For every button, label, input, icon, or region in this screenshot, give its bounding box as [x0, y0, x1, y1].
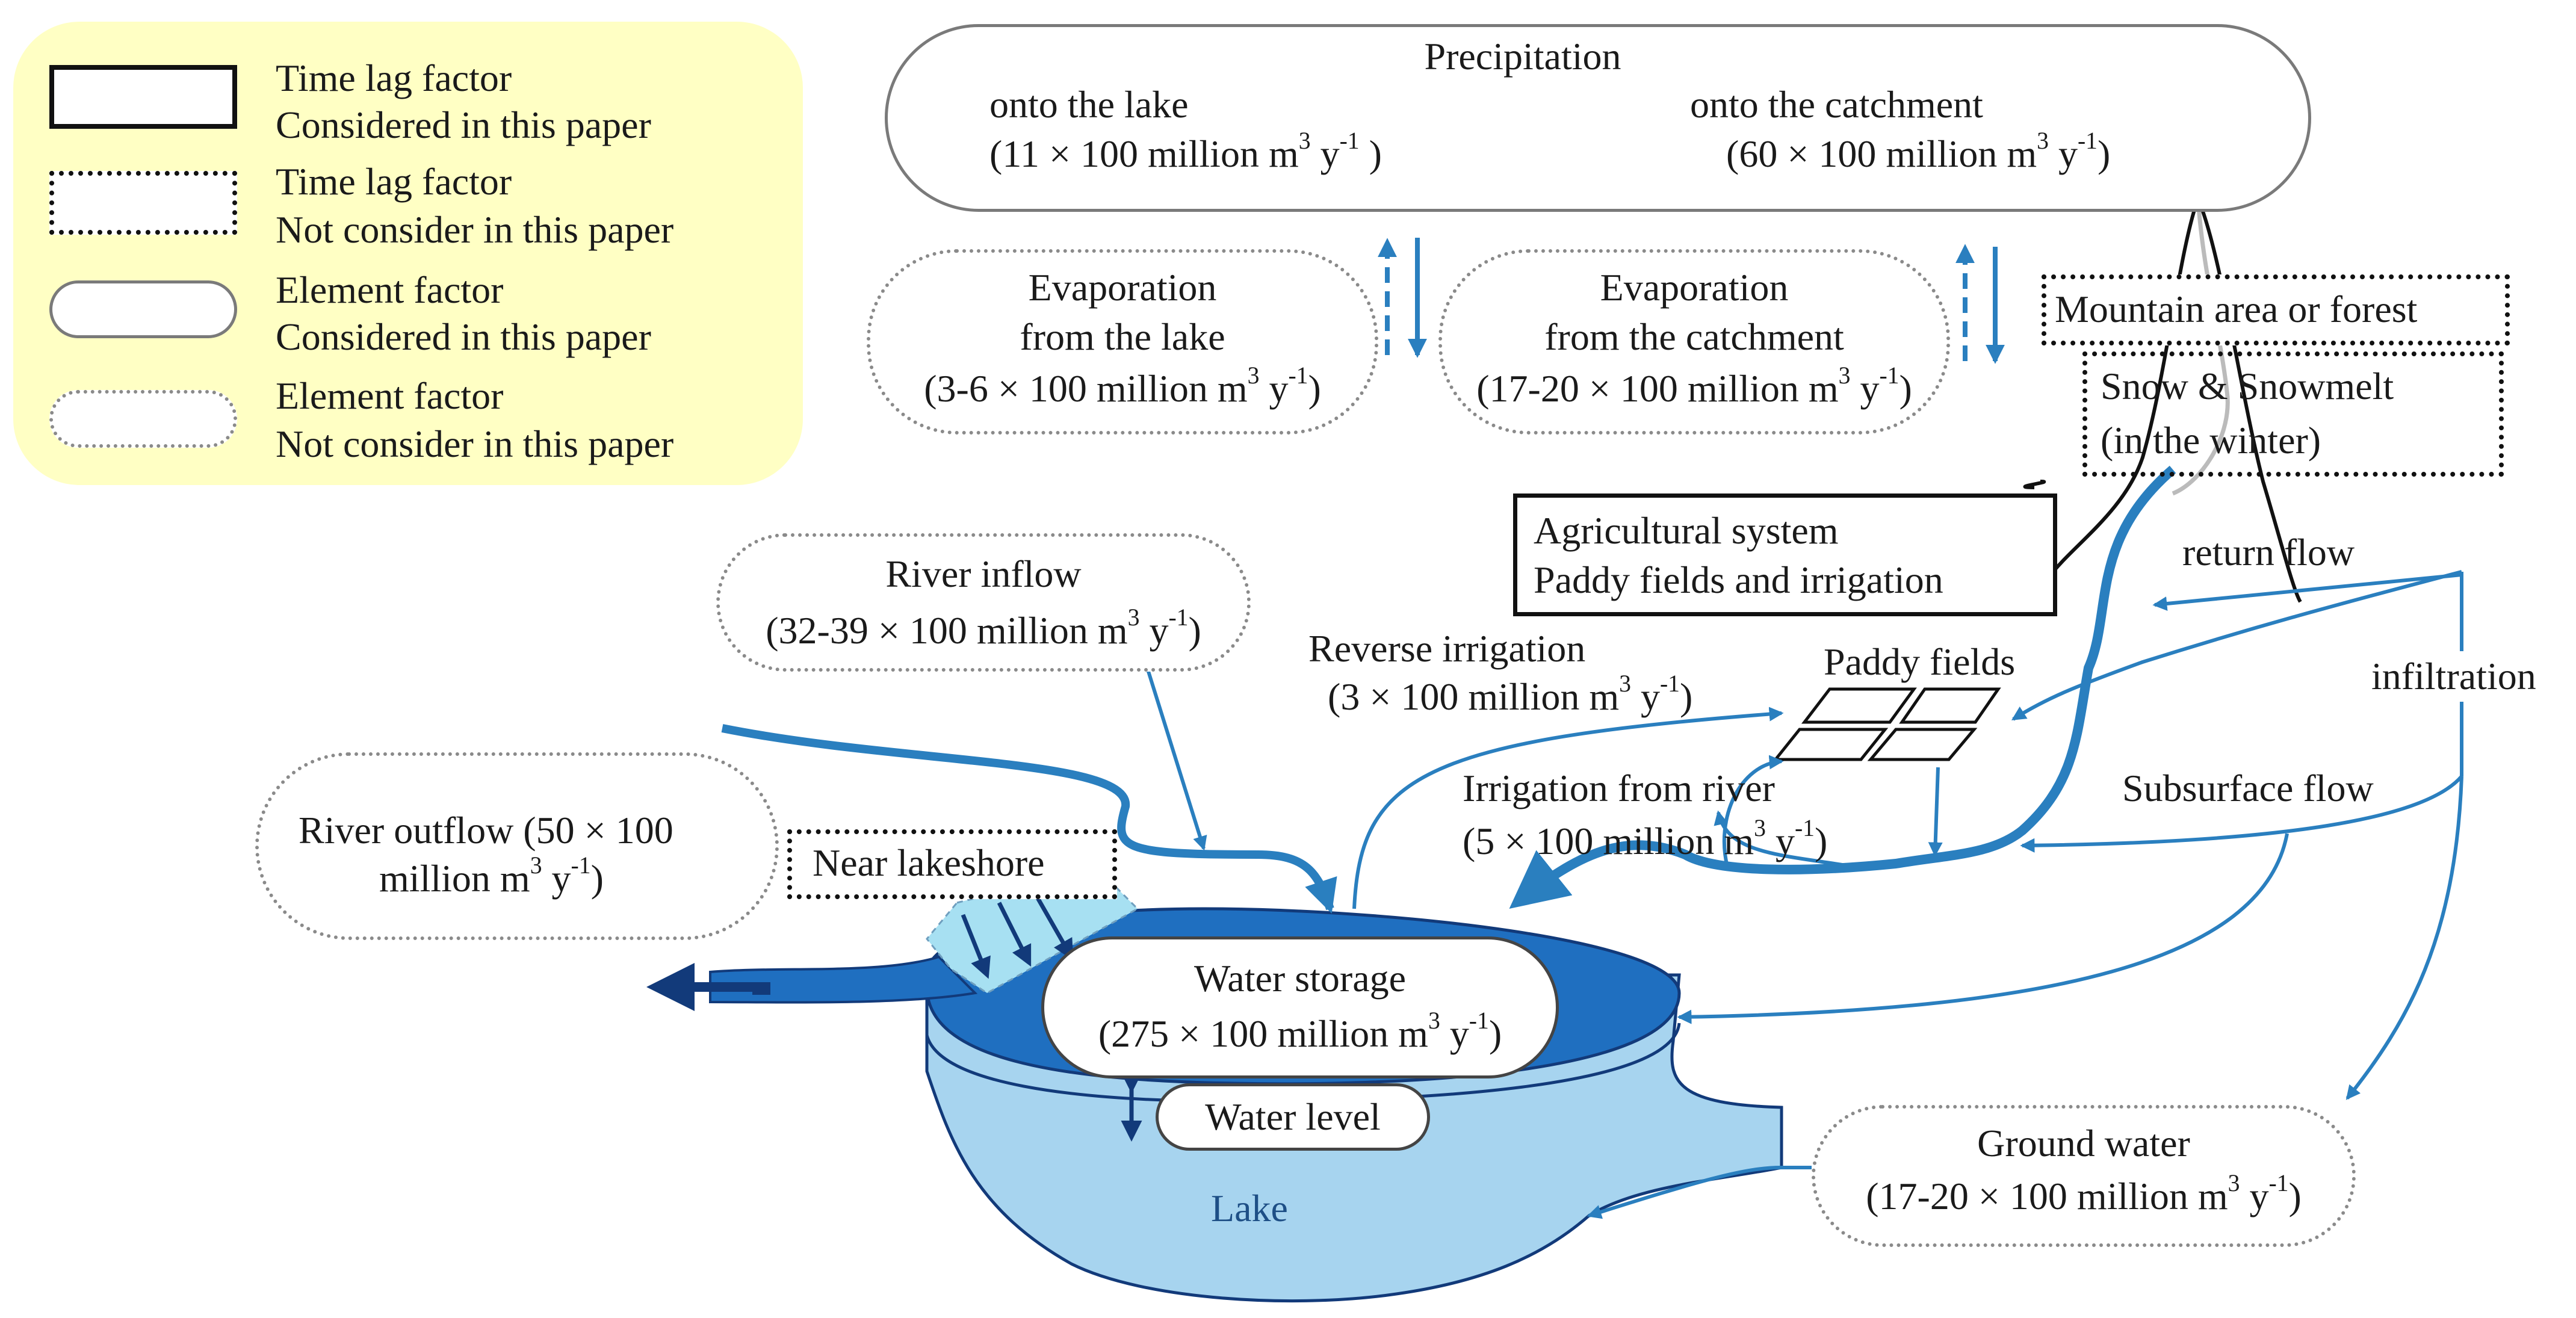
lakeshore-arrow-1 [961, 914, 991, 979]
lakeshore-arrow-2 [997, 902, 1032, 967]
evap-lake-box [867, 249, 1378, 435]
water-storage-box [1041, 936, 1559, 1078]
ground-water-box [1812, 1105, 2356, 1247]
evap-catchment-line3: (17-20 × 100 million m3 y-1) [1476, 362, 1912, 410]
ground-to-lake-arrow [1587, 1166, 1782, 1219]
snowmelt-line [2172, 198, 2230, 496]
paddy-fields-graphic [1772, 687, 2001, 761]
water-storage-line1: Water storage [1194, 957, 1406, 1000]
legend-swatch-solid-rect [49, 65, 237, 129]
mountain-box [2042, 274, 2510, 345]
river-inflow-arrow [721, 724, 1337, 914]
river-inflow-line2: (32-39 × 100 million m3 y-1) [766, 604, 1201, 652]
legend: Time lag factor Considered in this paper… [13, 22, 803, 485]
river-outflow-line1: River outflow (50 × 100 [299, 809, 673, 852]
legend-item-4-line2: Not consider in this paper [276, 422, 674, 465]
infiltration-label: infiltration [2371, 651, 2536, 702]
paddy-return-arrow [2011, 570, 2462, 721]
reverse-irrigation-line2: (3 × 100 million m3 y-1) [1328, 670, 1693, 718]
paddy-fields-label: Paddy fields [1824, 640, 2016, 683]
irrigation-river-up [1722, 755, 1784, 867]
return-flow-label: return flow [2182, 531, 2355, 574]
legend-swatch-solid-pill [49, 280, 237, 338]
legend-swatch-dotted-pill [49, 390, 237, 448]
evap-lake-line2: from the lake [1020, 315, 1225, 358]
subsurface-flow-arrow [2020, 775, 2463, 853]
river-outflow-box [255, 752, 779, 940]
reverse-irrigation-line1: Reverse irrigation [1308, 627, 1586, 670]
legend-item-3-line2: Considered in this paper [276, 315, 651, 358]
evap-catchment-line1: Evaporation [1600, 266, 1789, 309]
lakeshore-arrow-3 [1033, 893, 1074, 961]
legend-item-1-line2: Considered in this paper [276, 104, 651, 146]
paddy-down-arrow [1928, 767, 1943, 857]
evap-lake-line1: Evaporation [1028, 266, 1217, 309]
legend-item-3-line1: Element factor [276, 268, 504, 311]
precip-catchment-value: (60 × 100 million m3 y-1) [1726, 127, 2111, 175]
agri-line2: Paddy fields and irrigation [1534, 558, 1943, 601]
ground-water-line1: Ground water [1977, 1122, 2190, 1165]
subsurface-flow-label: Subsurface flow [2122, 767, 2374, 809]
evap-lake-line3: (3-6 × 100 million m3 y-1) [924, 362, 1321, 410]
mountain-label: Mountain area or forest [2055, 288, 2418, 330]
reverse-irrigation-arrow [1352, 707, 1784, 909]
mountain-to-agri-line [2023, 480, 2046, 489]
evap-catchment-box [1438, 249, 1950, 435]
water-storage-line2: (275 × 100 million m3 y-1) [1098, 1007, 1502, 1055]
irrigation-river-line1: Irrigation from river [1463, 767, 1775, 809]
lake-label: Lake [1211, 1187, 1288, 1230]
snow-line2: (in the winter) [2101, 419, 2321, 462]
subsurface-to-lake-arrow [1677, 833, 2289, 1024]
precip-lake-value: (11 × 100 million m3 y-1 ) [989, 127, 1382, 175]
legend-item-1-line1: Time lag factor [276, 57, 512, 99]
main-river-trunk [1509, 465, 2176, 909]
river-inflow-label-arrow [1142, 655, 1207, 851]
river-inflow-box [716, 533, 1251, 672]
return-flow-arrow [2152, 573, 2462, 611]
evap-catchment-line2: from the catchment [1544, 315, 1844, 358]
precip-catchment-label: onto the catchment [1690, 83, 1983, 126]
legend-swatch-dotted-rect [49, 171, 237, 235]
legend-item-4-line1: Element factor [276, 374, 504, 417]
irrigation-river-line2: (5 × 100 million m3 y-1) [1463, 814, 1828, 862]
outflow-channel [709, 955, 978, 1004]
near-lakeshore-label: Near lakeshore [813, 841, 1045, 884]
precip-lake-label: onto the lake [989, 83, 1189, 126]
agri-line1: Agricultural system [1534, 509, 1839, 552]
water-level-label: Water level [1205, 1095, 1381, 1138]
river-outflow-line2: million m3 y-1) [379, 852, 604, 900]
water-level-box [1156, 1083, 1430, 1151]
legend-item-2-line2: Not consider in this paper [276, 208, 674, 251]
precipitation-title: Precipitation [1424, 35, 1621, 78]
infiltration-to-ground-arrow [2345, 776, 2463, 1100]
precipitation-box [885, 24, 2311, 212]
snow-line1: Snow & Snowmelt [2101, 365, 2394, 407]
near-lakeshore-box [787, 829, 1117, 899]
agri-box [1513, 493, 2057, 616]
legend-item-2-line1: Time lag factor [276, 160, 512, 203]
snow-box [2082, 351, 2504, 477]
river-inflow-line1: River inflow [885, 552, 1082, 595]
ground-water-line2: (17-20 × 100 million m3 y-1) [1866, 1169, 2302, 1217]
